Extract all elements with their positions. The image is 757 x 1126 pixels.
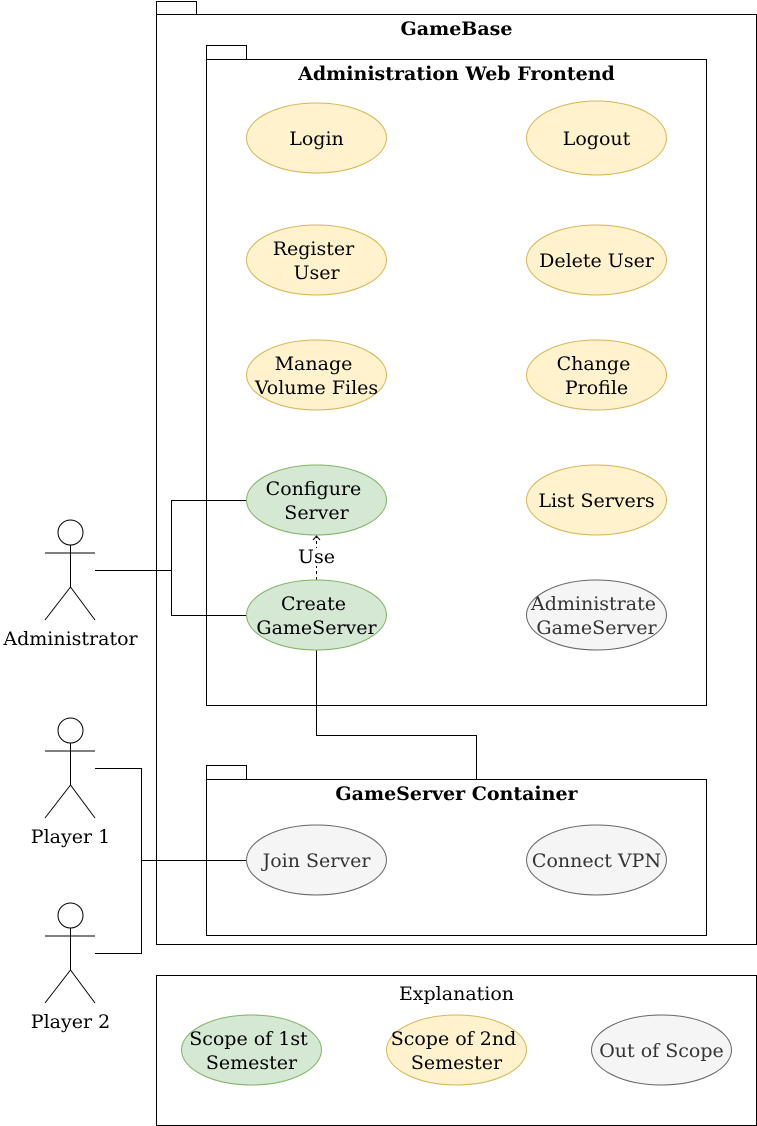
use-case-configure-server-shape <box>246 464 387 536</box>
use-case-list-servers-shape <box>526 464 667 536</box>
svg-text:Join Server: Join Server <box>261 850 372 872</box>
actor-player1-left-leg <box>44 784 71 819</box>
actor-player2-left-leg <box>44 969 71 1004</box>
actor-administrator <box>44 519 96 621</box>
legend-out-of-scope-shape <box>591 1014 732 1086</box>
actor-player2-head <box>57 902 84 929</box>
legend: Explanation Scope of 1st Semester Scope … <box>156 975 757 1126</box>
actor-administrator-label: Administrator <box>2 628 138 650</box>
use-label-bg <box>296 548 337 566</box>
use-case-change-profile-label-1: Change <box>557 353 631 375</box>
legend-second-semester-label-1: Scope of 2nd <box>391 1028 517 1050</box>
use-case-register-user-shape <box>246 224 387 296</box>
use-case-list-servers: List Servers <box>526 464 667 536</box>
use-case-configure-server-label-1: Configure <box>266 478 362 500</box>
svg-text:Delete User: Delete User <box>539 250 655 272</box>
actor-administrator-head <box>57 519 84 546</box>
use-case-logout-label: Logout <box>563 128 631 150</box>
use-case-register-user-label-2: User <box>293 262 340 284</box>
use-case-create-gameserver-label-2: GameServer <box>256 617 377 639</box>
actor-player2-label: Player 2 <box>31 1011 110 1033</box>
legend-out-of-scope-label: Out of Scope <box>599 1040 724 1062</box>
use-case-manage-volume-files-label-1: Manage <box>275 353 353 375</box>
use-case-login-label: Login <box>289 128 344 150</box>
actor-player2 <box>44 902 96 1004</box>
use-case-connect-vpn: Connect VPN <box>526 824 667 896</box>
legend-first-semester-label-2: Semester <box>206 1052 298 1074</box>
legend-title: Explanation <box>399 983 514 1005</box>
player1-to-join-line <box>95 768 246 861</box>
use-case-change-profile-label-2: Profile <box>565 377 628 399</box>
use-case-logout-shape <box>526 100 667 176</box>
use-case-login: Login <box>246 102 387 174</box>
actor-administrator-right-leg <box>70 586 96 621</box>
admin-to-create-line <box>171 570 246 616</box>
use-case-join-server-label: Join Server <box>261 850 372 872</box>
actor-player2-right-leg <box>70 969 96 1004</box>
svg-text:Create GameServer: Create GameServer <box>256 593 377 639</box>
actor-player1-head <box>57 717 84 744</box>
player2-to-join-line <box>95 860 142 954</box>
create-to-container-line <box>316 650 477 780</box>
use-case-administrate-gameserver-label-2: GameServer <box>536 617 657 639</box>
package-gameserver-container-title: GameServer Container <box>335 783 578 805</box>
use-case-list-servers-label: List Servers <box>538 490 654 512</box>
use-case-create-gameserver: Create GameServer <box>246 579 387 651</box>
connectors <box>95 500 477 954</box>
use-case-change-profile: Change Profile <box>526 339 667 411</box>
svg-text:Connect VPN: Connect VPN <box>532 850 661 872</box>
admin-to-configure-line <box>95 500 246 571</box>
legend-second-semester-shape <box>386 1014 527 1086</box>
actor-player1-label: Player 1 <box>31 826 110 848</box>
svg-text:Configure Server: Configure Server <box>266 478 368 524</box>
use-label: Use <box>298 546 335 568</box>
use-case-change-profile-shape <box>526 339 667 411</box>
use-case-delete-user-label: Delete User <box>539 250 655 272</box>
use-case-delete-user: Delete User <box>526 224 667 296</box>
use-case-login-shape <box>246 102 387 174</box>
package-gamebase-title: GameBase <box>401 18 513 40</box>
use-case-administrate-gameserver-label-1: Administrate <box>530 593 656 615</box>
svg-text:Manage Volume Files: Manage Volume Files <box>254 353 378 399</box>
use-case-create-gameserver-label-1: Create <box>281 593 346 615</box>
svg-text:Scope of 1st Semester: Scope of 1st Semester <box>189 1028 314 1074</box>
use-case-join-server: Join Server <box>246 824 387 896</box>
use-case-administrate-gameserver: Administrate GameServer <box>526 579 667 651</box>
use-case-manage-volume-files-label-2: Volume Files <box>254 377 378 399</box>
use-case-manage-volume-files: Manage Volume Files <box>246 339 387 411</box>
use-case-connect-vpn-shape <box>526 824 667 896</box>
legend-first-semester-shape <box>181 1014 322 1086</box>
svg-text:Change Profile: Change Profile <box>557 353 637 399</box>
use-case-connect-vpn-label: Connect VPN <box>532 850 661 872</box>
actor-player1-right-leg <box>70 784 96 819</box>
use-case-configure-server: Configure Server <box>246 464 387 536</box>
use-case-create-gameserver-shape <box>246 579 387 651</box>
use-case-administrate-gameserver-shape <box>526 579 667 651</box>
use-case-join-server-shape <box>246 824 387 896</box>
svg-text:Logout: Logout <box>563 128 631 150</box>
svg-text:Login: Login <box>289 128 344 150</box>
package-admin-frontend-title: Administration Web Frontend <box>297 63 615 85</box>
actor-administrator-left-leg <box>44 586 71 621</box>
legend-first-semester-label-1: Scope of 1st <box>189 1028 308 1050</box>
svg-text:Register User: Register User <box>273 238 361 284</box>
use-case-register-user-label-1: Register <box>273 238 355 260</box>
use-case-register-user: Register User <box>246 224 387 296</box>
use-dependency-arrowhead <box>312 535 321 541</box>
legend-second-semester-label-2: Semester <box>411 1052 503 1074</box>
use-case-delete-user-shape <box>526 224 667 296</box>
svg-text:Scope of 2nd Semester: Scope of 2nd Semester <box>391 1028 523 1074</box>
svg-text:Out of Scope: Out of Scope <box>599 1040 724 1062</box>
use-case-logout: Logout <box>526 100 667 176</box>
svg-text:Administrate GameServer: Administrate GameServer <box>530 593 662 639</box>
actor-player1 <box>44 717 96 819</box>
use-case-manage-volume-files-shape <box>246 339 387 411</box>
use-case-configure-server-label-2: Server <box>284 502 349 524</box>
svg-text:List Servers: List Servers <box>538 490 654 512</box>
